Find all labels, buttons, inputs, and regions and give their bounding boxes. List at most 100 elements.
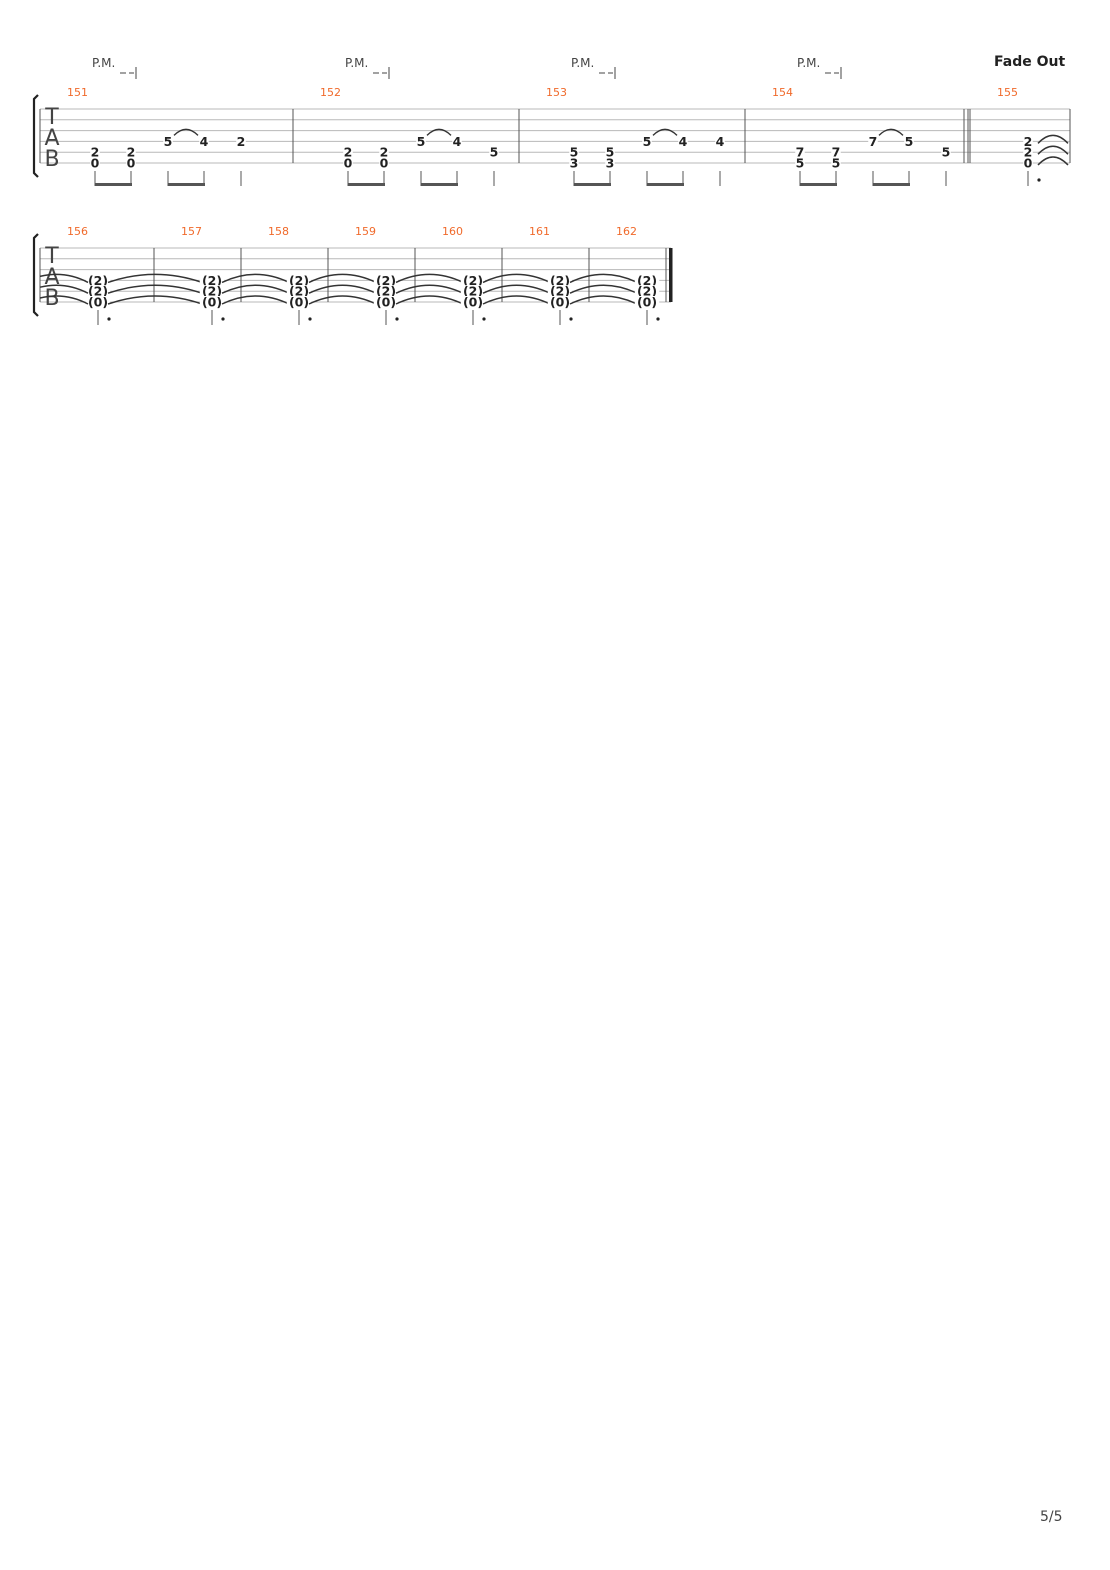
fret-number: 5	[606, 145, 615, 160]
note-background	[569, 157, 579, 168]
note-background	[343, 157, 353, 168]
tie-arc	[107, 273, 203, 284]
note-background	[795, 146, 805, 158]
beam	[800, 183, 837, 186]
palm-mute-label: P.M.	[571, 56, 594, 70]
final-barline-thick	[669, 248, 673, 302]
note-background	[199, 135, 209, 147]
tie-arc	[221, 273, 290, 284]
fade-out-label: Fade Out	[994, 54, 1066, 70]
note-background	[1023, 157, 1033, 168]
duration-dot	[1037, 178, 1041, 182]
note-background	[236, 135, 246, 147]
measure-number: 161	[529, 225, 550, 238]
tie-arc	[878, 128, 904, 136]
fret-number: 5	[905, 134, 914, 149]
tie-arc	[39, 295, 89, 305]
palm-mute-label: P.M.	[797, 56, 820, 70]
note-background	[199, 296, 225, 307]
note-background	[547, 296, 573, 307]
fret-number: (2)	[88, 284, 108, 299]
note-background	[286, 285, 312, 297]
measure-number: 151	[67, 86, 88, 99]
note-background	[831, 157, 841, 168]
palm-mute-extension	[599, 67, 616, 79]
fret-number: 3	[570, 156, 579, 171]
note-background	[547, 285, 573, 297]
fret-number: (0)	[376, 295, 396, 310]
note-background	[642, 135, 652, 147]
note-background	[286, 274, 312, 286]
beam	[574, 183, 611, 186]
fret-number: (0)	[88, 295, 108, 310]
tie-arc	[308, 273, 377, 284]
note-background	[1023, 135, 1033, 147]
fret-number: 5	[832, 156, 841, 171]
note-background	[489, 146, 499, 158]
fret-number: (2)	[463, 273, 483, 288]
note-background	[678, 135, 688, 147]
palm-mute-extension	[825, 67, 842, 79]
note-background	[199, 274, 225, 286]
fret-number: (2)	[637, 273, 657, 288]
fret-number: (2)	[550, 273, 570, 288]
tie-arc	[395, 284, 464, 294]
duration-dot	[308, 317, 312, 321]
note-background	[379, 157, 389, 168]
fret-number: 5	[417, 134, 426, 149]
tie-arc	[395, 273, 464, 284]
measure-number: 152	[320, 86, 341, 99]
fret-number: (2)	[376, 273, 396, 288]
tie-arc	[482, 295, 551, 305]
tie-arc	[569, 295, 638, 305]
tab-clef-letter: B	[44, 286, 59, 311]
beam	[168, 183, 205, 186]
fret-number: (0)	[463, 295, 483, 310]
fret-number: (0)	[637, 295, 657, 310]
note-background	[452, 135, 462, 147]
beam	[95, 183, 132, 186]
fret-number: 4	[679, 134, 688, 149]
tie-arc	[1037, 145, 1069, 155]
tie-arc	[1037, 156, 1069, 166]
note-background	[831, 146, 841, 158]
note-background	[286, 296, 312, 307]
fret-number: 4	[716, 134, 725, 149]
fret-number: 2	[1024, 145, 1033, 160]
note-background	[941, 146, 951, 158]
fret-number: 2	[237, 134, 246, 149]
note-background	[126, 146, 136, 158]
fret-number: 5	[164, 134, 173, 149]
note-background	[85, 285, 111, 297]
note-background	[373, 296, 399, 307]
tab-clef-letter: B	[44, 147, 59, 172]
note-background	[163, 135, 173, 147]
duration-dot	[482, 317, 486, 321]
tie-arc	[39, 284, 89, 294]
note-background	[199, 285, 225, 297]
note-background	[373, 285, 399, 297]
fret-number: (2)	[202, 273, 222, 288]
fret-number: (0)	[202, 295, 222, 310]
note-background	[85, 274, 111, 286]
note-background	[460, 296, 486, 307]
fret-number: 0	[127, 156, 136, 171]
duration-dot	[107, 317, 111, 321]
fret-number: 3	[606, 156, 615, 171]
measure-number: 159	[355, 225, 376, 238]
fret-number: (0)	[550, 295, 570, 310]
tie-arc	[1037, 134, 1069, 144]
fret-number: (2)	[88, 273, 108, 288]
fret-number: 5	[570, 145, 579, 160]
fret-number: 0	[380, 156, 389, 171]
tie-arc	[569, 273, 638, 284]
note-background	[605, 146, 615, 158]
tie-arc	[221, 295, 290, 305]
system-bracket	[32, 233, 39, 317]
tie-arc	[652, 128, 678, 136]
fret-number: 2	[1024, 134, 1033, 149]
tab-clef-letter: T	[44, 105, 59, 130]
beam	[873, 183, 910, 186]
note-background	[85, 296, 111, 307]
